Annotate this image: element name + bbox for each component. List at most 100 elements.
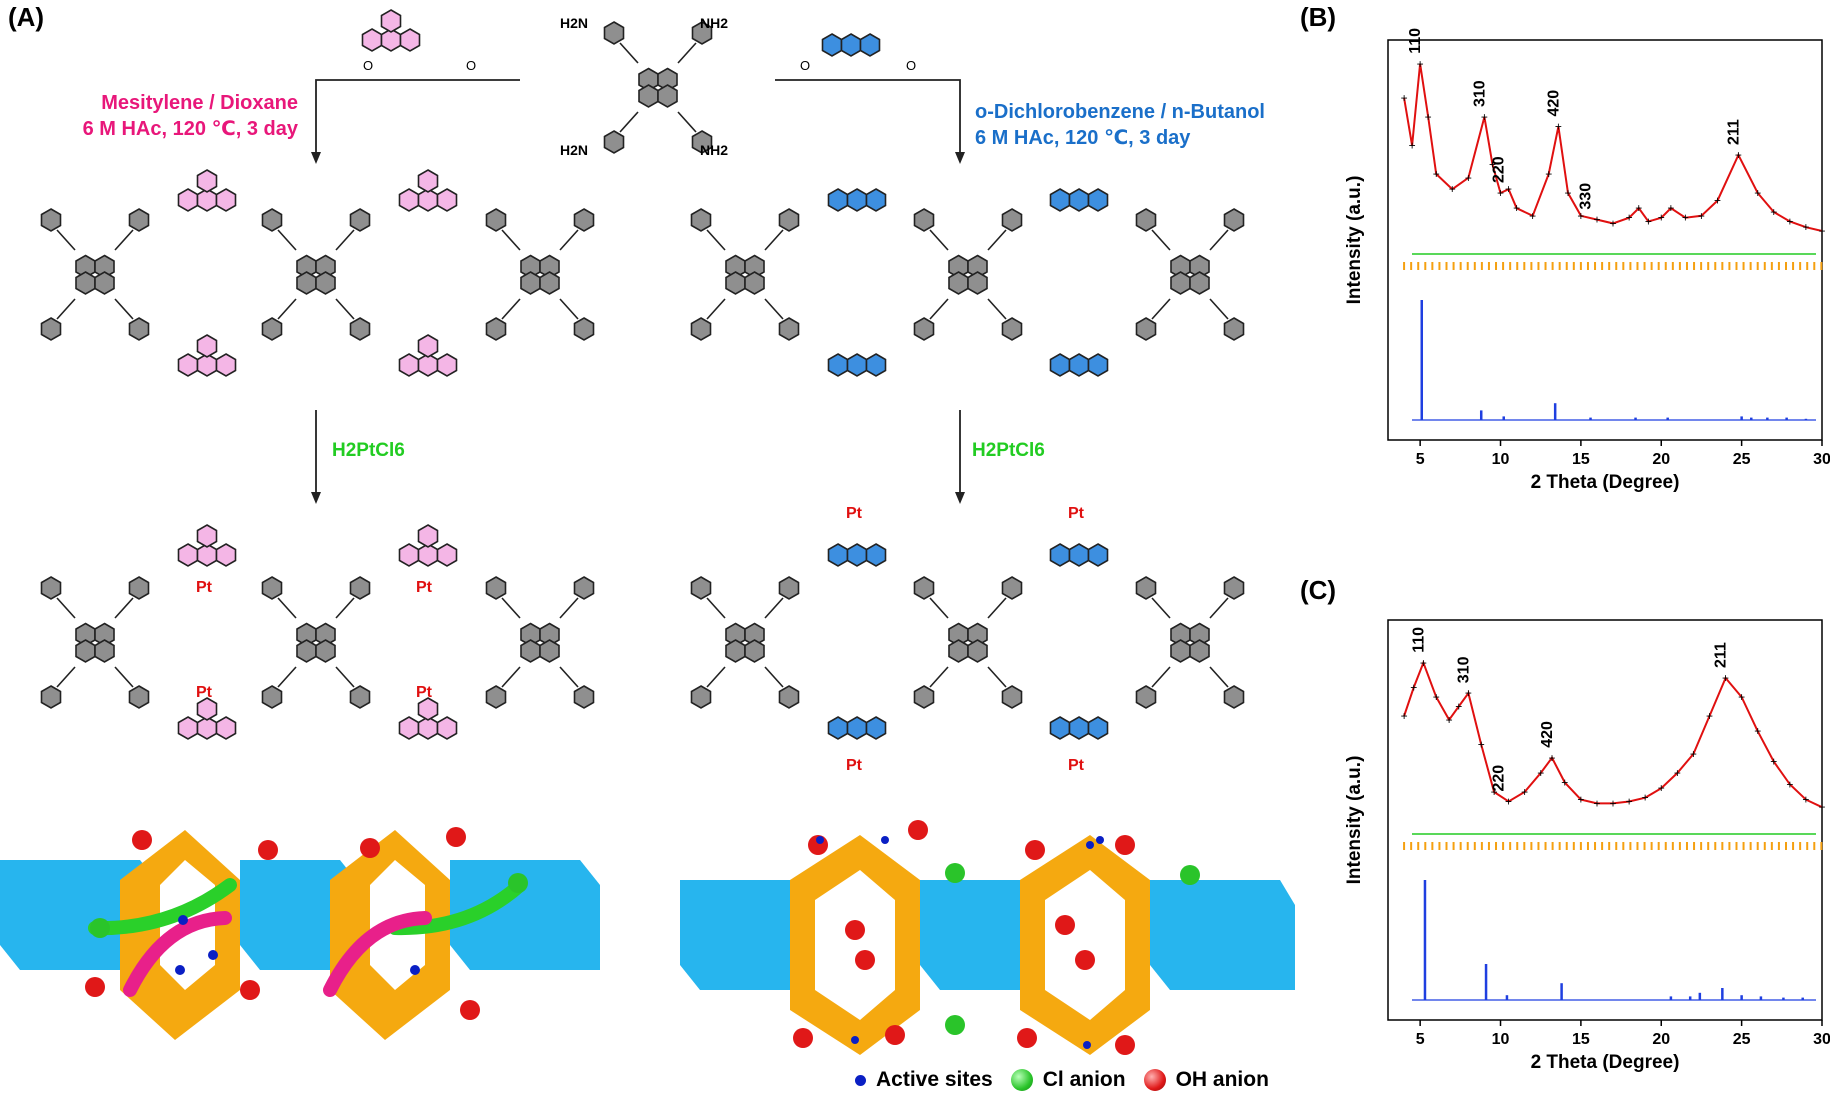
x-tick-label: 20: [1652, 451, 1670, 468]
legend-oh-anion: OH anion: [1175, 1068, 1269, 1091]
phenanthroline-aldehyde-blue: O O: [800, 33, 916, 73]
exp-point: +: [1497, 186, 1504, 200]
cof-framework-blue-pt: Pt Pt Pt Pt: [692, 505, 1244, 774]
fit-curve: [1403, 660, 1823, 809]
x-tick-label: 20: [1652, 1031, 1670, 1048]
x-tick-label: 5: [1416, 451, 1425, 468]
panel-label-a: (A): [8, 2, 45, 32]
exp-point: +: [1714, 194, 1721, 208]
cof-framework-pink: [42, 170, 594, 376]
exp-point: +: [1465, 171, 1472, 185]
panel-label-b: (B): [1300, 2, 1337, 32]
exp-point: +: [1465, 686, 1472, 700]
exp-point: +: [1513, 201, 1520, 215]
exp-point: +: [1446, 713, 1453, 727]
pt-label-2: Pt: [416, 579, 433, 596]
exp-point: +: [1417, 57, 1424, 71]
y-axis-label: Intensity (a.u.): [1344, 756, 1365, 885]
exp-point: +: [1529, 209, 1536, 223]
exp-point: +: [1489, 158, 1496, 172]
exp-point: +: [1593, 213, 1600, 227]
y-axis-label: Intensity (a.u.): [1344, 176, 1365, 305]
exp-point: +: [1478, 738, 1485, 752]
amine-label-bl: H2N: [560, 142, 588, 158]
exp-point: +: [1818, 800, 1825, 814]
phenanthroline-aldehyde-pink: O O: [361, 9, 476, 73]
exp-point: +: [1521, 785, 1528, 799]
x-tick-label: 25: [1733, 451, 1751, 468]
exp-point: +: [1481, 110, 1488, 124]
oh-anion-swatch: [1143, 1069, 1166, 1091]
x-tick-label: 15: [1572, 451, 1590, 468]
legend: Active sites Cl anion OH anion: [855, 1068, 1269, 1092]
peak-label: 420: [1539, 721, 1556, 748]
pt-label-1: Pt: [196, 579, 213, 596]
exp-point: +: [1537, 766, 1544, 780]
exp-point: +: [1786, 215, 1793, 229]
peak-label: 110: [1410, 627, 1427, 653]
aldehyde-o-left: O: [363, 58, 373, 73]
right-solvent: o-Dichlorobenzene / n-Butanol: [975, 101, 1265, 123]
exp-point: +: [1577, 793, 1584, 807]
framework-3d-left: [0, 827, 600, 1040]
cof-framework-pink-pt: Pt Pt Pt Pt: [42, 525, 594, 739]
reaction-arrows: [315, 79, 961, 495]
x-axis-label: 2 Theta (Degree): [1531, 1052, 1680, 1073]
aldehyde-o-right-b: O: [906, 58, 916, 73]
peak-label: 220: [1491, 765, 1508, 792]
peak-label: 420: [1545, 90, 1562, 117]
exp-point: +: [1658, 781, 1665, 795]
exp-point: +: [1645, 215, 1652, 229]
exp-point: +: [1770, 755, 1777, 769]
exp-point: +: [1455, 700, 1462, 714]
exp-point: +: [1770, 205, 1777, 219]
exp-point: +: [1410, 681, 1417, 695]
active-site-swatch: [855, 1074, 866, 1086]
xrd-chart-b: +++++++++++++++++++++++++++++++++1103102…: [1344, 28, 1830, 493]
exp-point: +: [1577, 209, 1584, 223]
exp-point: +: [1818, 224, 1825, 238]
panel-label-c: (C): [1300, 575, 1337, 605]
amine-monomer: H2N NH2 H2N NH2: [560, 15, 728, 158]
left-solvent: Mesitylene / Dioxane: [101, 92, 298, 114]
left-conditions: Mesitylene / Dioxane 6 M HAc, 120 ℃, 3 d…: [68, 90, 298, 142]
pt-label-8: Pt: [1068, 757, 1085, 774]
plot-frame: [1387, 619, 1823, 1021]
exp-point: +: [1593, 796, 1600, 810]
exp-point: +: [1409, 139, 1416, 153]
exp-point: +: [1735, 148, 1742, 162]
pt-label-5: Pt: [846, 505, 863, 522]
exp-point: +: [1505, 795, 1512, 809]
xrd-chart-c: ++++++++++++++++++++++++++++++1103102204…: [1344, 619, 1830, 1073]
x-tick-label: 30: [1813, 1031, 1830, 1048]
aldehyde-o-right: O: [466, 58, 476, 73]
cl-anion-swatch: [1010, 1069, 1033, 1091]
exp-point: +: [1635, 201, 1642, 215]
exp-point: +: [1433, 690, 1440, 704]
peak-label: 330: [1578, 183, 1595, 210]
framework-3d-right: [680, 820, 1295, 1055]
pt-label-6: Pt: [1068, 505, 1085, 522]
x-tick-label: 10: [1492, 451, 1510, 468]
x-tick-label: 30: [1813, 451, 1830, 468]
peak-label: 310: [1455, 656, 1472, 683]
exp-point: +: [1738, 690, 1745, 704]
exp-point: +: [1425, 110, 1432, 124]
exp-point: +: [1626, 211, 1633, 225]
exp-point: +: [1667, 201, 1674, 215]
exp-point: +: [1433, 167, 1440, 181]
legend-active-sites: Active sites: [876, 1068, 993, 1091]
exp-point: +: [1401, 91, 1408, 105]
peak-label: 211: [1725, 119, 1742, 145]
plot-frame: [1387, 39, 1823, 441]
pt-label-4: Pt: [416, 684, 433, 701]
right-temp: 6 M HAc, 120 ℃, 3 day: [975, 127, 1191, 149]
exp-point: +: [1626, 795, 1633, 809]
exp-point: +: [1682, 211, 1689, 225]
amine-label-tr: NH2: [700, 15, 728, 31]
synthesis-scheme: H2N NH2 H2N NH2 O O O O Pt Pt Pt: [0, 9, 1295, 1055]
exp-point: +: [1610, 796, 1617, 810]
exp-point: +: [1561, 776, 1568, 790]
legend-cl-anion: Cl anion: [1042, 1068, 1126, 1091]
exp-point: +: [1706, 709, 1713, 723]
